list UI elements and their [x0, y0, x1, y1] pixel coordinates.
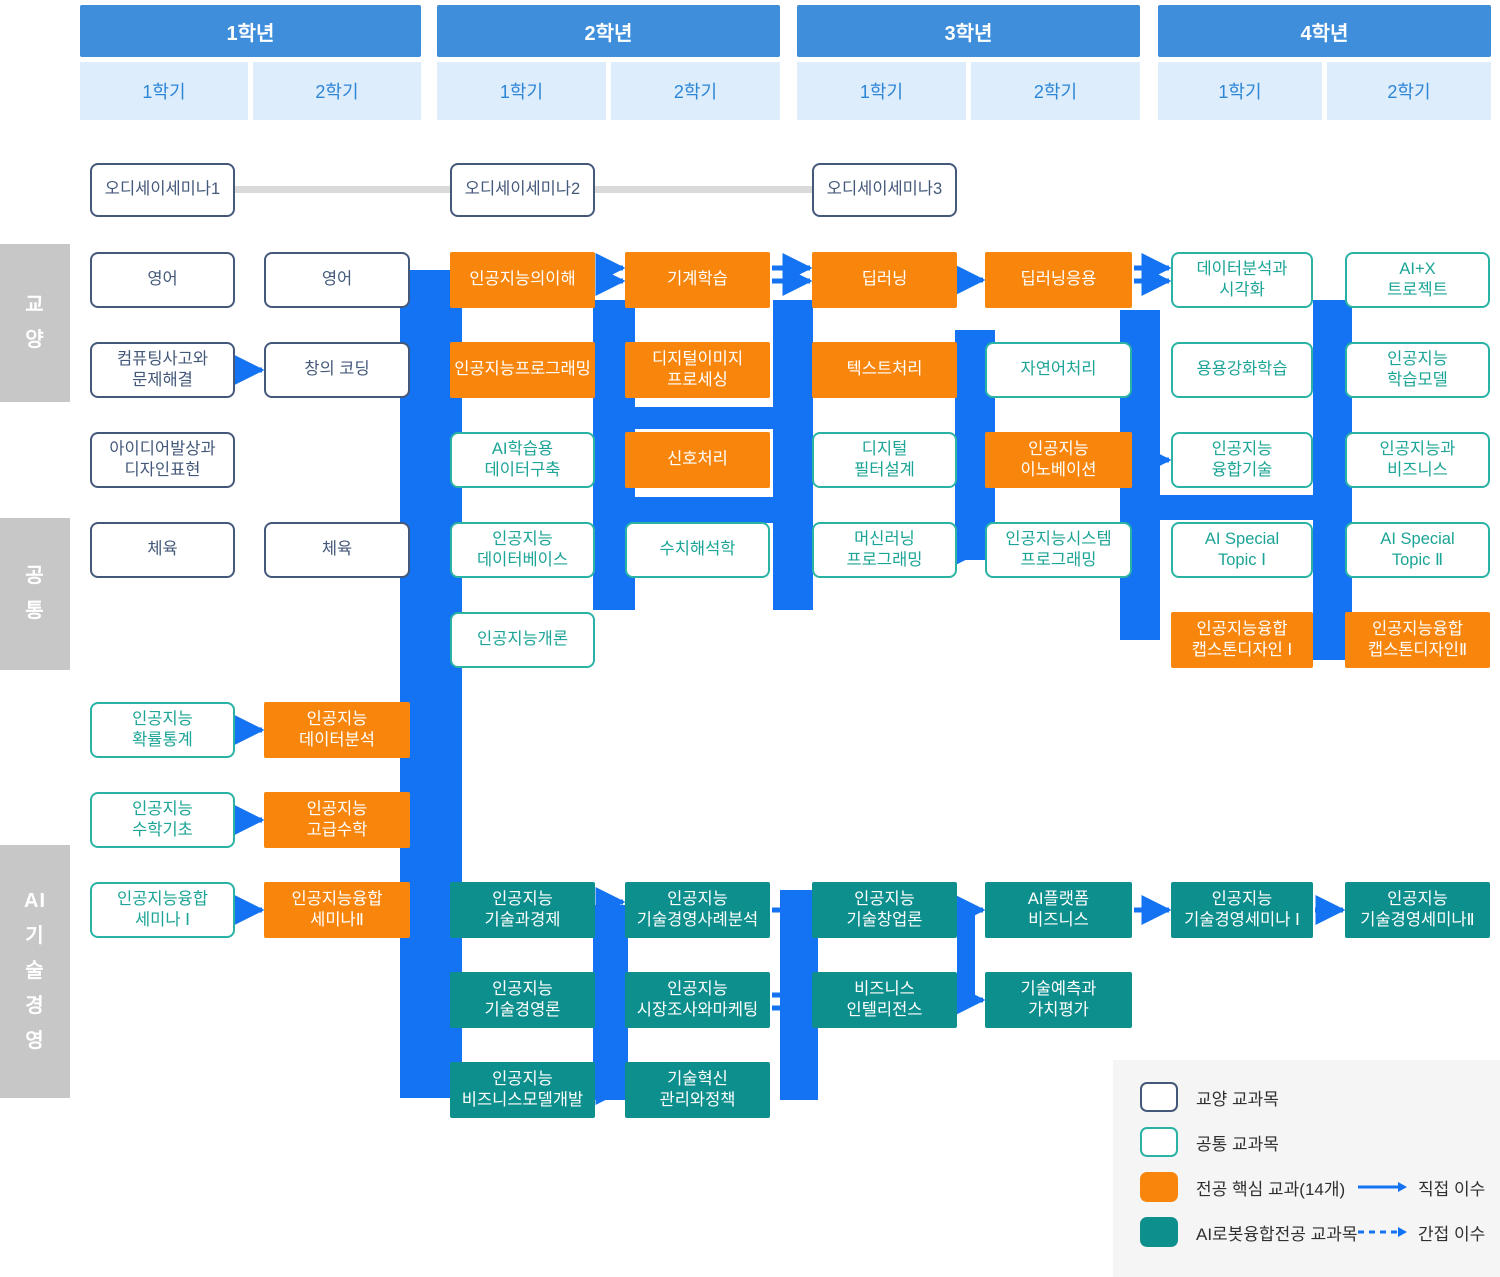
- semester-header-4-1: 1학기: [1158, 62, 1322, 120]
- semester-header-3-2: 2학기: [971, 62, 1140, 120]
- course-ai-understanding: 인공지능의이해: [450, 252, 595, 308]
- course-ml-programming: 머신러닝 프로그래밍: [812, 522, 957, 578]
- course-ai-learning-model: 인공지능 학습모델: [1345, 342, 1490, 398]
- legend-label-core: 전공 핵심 교과(14개): [1196, 1179, 1346, 1199]
- course-tech-mgmt-seminar-1: 인공지능 기술경영세미나 Ⅰ: [1171, 882, 1313, 938]
- course-idea-design-expression: 아이디어발상과 디자인표현: [90, 432, 235, 488]
- course-tech-innovation-policy: 기술혁신 관리와정책: [625, 1062, 770, 1118]
- course-ai-database: 인공지능 데이터베이스: [450, 522, 595, 578]
- trunk-connector-12: [957, 905, 975, 1005]
- band-common: 공 통: [0, 518, 70, 670]
- course-ai-x-project: AI+X 트로젝트: [1345, 252, 1490, 308]
- course-applied-reinforcement-learning: 용용강화학습: [1171, 342, 1313, 398]
- course-tech-mgmt-case-analysis: 인공지능 기술경영사례분석: [625, 882, 770, 938]
- year-header-2: 2학년: [437, 5, 780, 57]
- course-deep-learning-application: 딥러닝응용: [985, 252, 1132, 308]
- course-text-processing: 텍스트처리: [812, 342, 957, 398]
- course-ai-programming: 인공지능프로그래밍: [450, 342, 595, 398]
- course-physical-education-1: 체육: [90, 522, 235, 578]
- legend-swatch-robot: [1140, 1217, 1178, 1247]
- legend-label-liberal: 교양 교과목: [1196, 1089, 1279, 1109]
- course-ai-system-programming: 인공지능시스템 프로그래밍: [985, 522, 1132, 578]
- course-numerical-analysis: 수치해석학: [625, 522, 770, 578]
- course-odyssey-seminar-3: 오디세이세미나3: [812, 163, 957, 217]
- course-ai-and-business: 인공지능과 비즈니스: [1345, 432, 1490, 488]
- course-english-2: 영어: [264, 252, 410, 308]
- course-ai-convergence-seminar-1: 인공지능융합 세미나 Ⅰ: [90, 882, 235, 938]
- legend-label-solid-flow: 직접 이수: [1418, 1179, 1486, 1199]
- legend-dashed-arrow-icon: [1356, 1217, 1408, 1247]
- course-english-1: 영어: [90, 252, 235, 308]
- semester-header-2-2: 2학기: [611, 62, 780, 120]
- course-ai-convergence-tech: 인공지능 융합기술: [1171, 432, 1313, 488]
- semester-header-1-2: 2학기: [253, 62, 421, 120]
- course-ai-tech-mgmt-intro: 인공지능 기술경영론: [450, 972, 595, 1028]
- year-header-3: 3학년: [797, 5, 1140, 57]
- course-odyssey-seminar-1: 오디세이세미나1: [90, 163, 235, 217]
- course-computing-thinking: 컴퓨팅사고와 문제해결: [90, 342, 235, 398]
- course-ai-special-topic-1: AI Special Topic Ⅰ: [1171, 522, 1313, 578]
- course-digital-image-processing: 디지털이미지 프로세싱: [625, 342, 770, 398]
- course-ai-training-data: AI학습용 데이터구축: [450, 432, 595, 488]
- trunk-connector-5: [593, 497, 813, 523]
- course-market-research-marketing: 인공지능 시장조사와마케팅: [625, 972, 770, 1028]
- course-deep-learning: 딥러닝: [812, 252, 957, 308]
- course-natural-language-processing: 자연어처리: [985, 342, 1132, 398]
- course-digital-filter-design: 디지털 필터설계: [812, 432, 957, 488]
- semester-header-3-1: 1학기: [797, 62, 966, 120]
- course-creative-coding: 창의 코딩: [264, 342, 410, 398]
- course-ai-tech-startup: 인공지능 기술창업론: [812, 882, 957, 938]
- course-tech-forecast-valuation: 기술예측과 가치평가: [985, 972, 1132, 1028]
- course-ai-data-analysis: 인공지능 데이터분석: [264, 702, 410, 758]
- course-ai-convergence-seminar-2: 인공지능융합 세미나Ⅱ: [264, 882, 410, 938]
- course-ai-advanced-math: 인공지능 고급수학: [264, 792, 410, 848]
- course-ai-math-basics: 인공지능 수학기초: [90, 792, 235, 848]
- legend-solid-arrow-icon: [1356, 1172, 1408, 1202]
- course-machine-learning: 기계학습: [625, 252, 770, 308]
- legend-swatch-core: [1140, 1172, 1178, 1202]
- band-ai-tech-mgmt: AI 기 술 경 영: [0, 845, 70, 1098]
- odyssey-link-1: [235, 186, 450, 193]
- course-odyssey-seminar-2: 오디세이세미나2: [450, 163, 595, 217]
- course-business-model-development: 인공지능 비즈니스모델개발: [450, 1062, 595, 1118]
- odyssey-link-2: [595, 186, 812, 193]
- trunk-connector-1: [400, 270, 462, 1098]
- semester-header-4-2: 2학기: [1327, 62, 1491, 120]
- course-signal-processing: 신호처리: [625, 432, 770, 488]
- trunk-connector-4: [773, 300, 813, 610]
- trunk-connector-3: [593, 407, 773, 429]
- course-ai-capstone-design-1: 인공지능융합 캡스톤디자인 Ⅰ: [1171, 612, 1313, 668]
- course-ai-probability-statistics: 인공지능 확률통계: [90, 702, 235, 758]
- semester-header-1-1: 1학기: [80, 62, 248, 120]
- trunk-connector-9: [1120, 495, 1348, 520]
- course-ai-platform-business: AI플랫폼 비즈니스: [985, 882, 1132, 938]
- legend-label-dashed-flow: 간접 이수: [1418, 1224, 1486, 1244]
- course-business-intelligence: 비즈니스 인텔리전스: [812, 972, 957, 1028]
- course-ai-special-topic-2: AI Special Topic Ⅱ: [1345, 522, 1490, 578]
- course-physical-education-2: 체육: [264, 522, 410, 578]
- semester-header-2-1: 1학기: [437, 62, 606, 120]
- legend-swatch-common: [1140, 1127, 1178, 1157]
- course-ai-tech-economics: 인공지능 기술과경제: [450, 882, 595, 938]
- course-data-analysis-visualization: 데이터분석과 시각화: [1171, 252, 1313, 308]
- course-ai-capstone-design-2: 인공지능융합 캡스톤디자인Ⅱ: [1345, 612, 1490, 668]
- course-tech-mgmt-seminar-2: 인공지능 기술경영세미나Ⅱ: [1345, 882, 1490, 938]
- course-ai-introduction: 인공지능개론: [450, 612, 595, 668]
- legend-label-robot: AI로봇융합전공 교과목: [1196, 1224, 1358, 1244]
- legend-label-common: 공통 교과목: [1196, 1134, 1279, 1154]
- legend-swatch-liberal: [1140, 1082, 1178, 1112]
- band-liberal-arts: 교 양: [0, 244, 70, 402]
- course-ai-innovation: 인공지능 이노베이션: [985, 432, 1132, 488]
- year-header-1: 1학년: [80, 5, 421, 57]
- year-header-4: 4학년: [1158, 5, 1491, 57]
